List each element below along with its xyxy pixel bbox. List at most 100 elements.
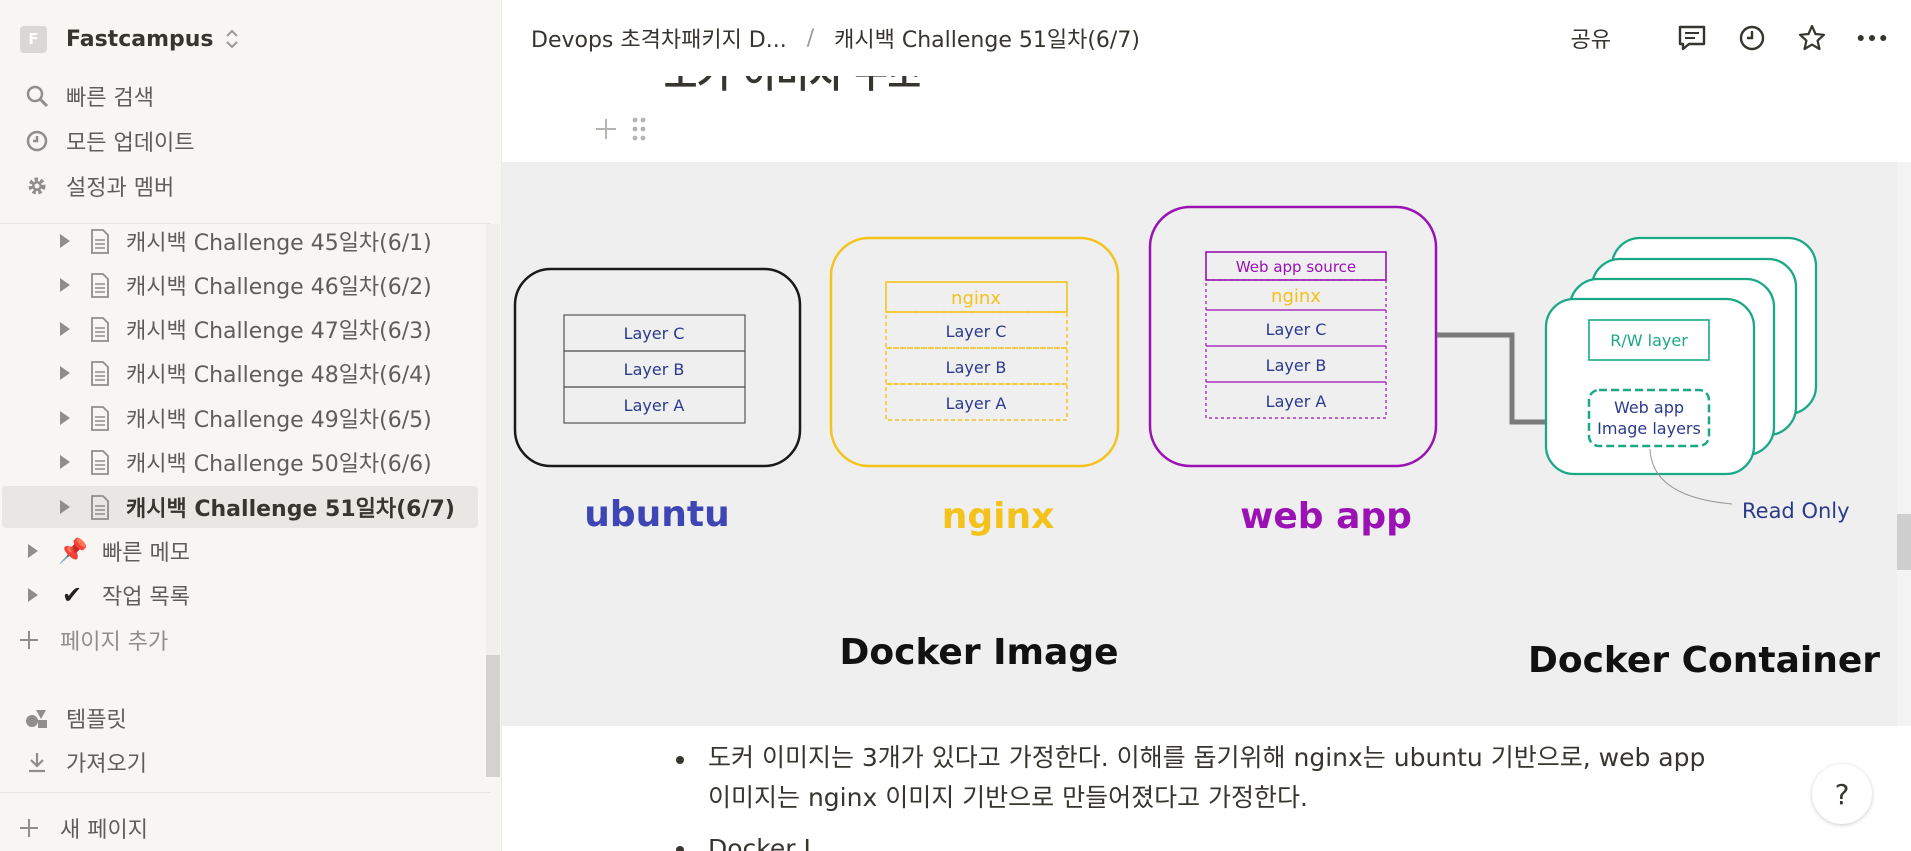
expand-triangle-icon[interactable]	[60, 278, 70, 292]
nav-all-updates[interactable]: 모든 업데이트	[0, 121, 490, 161]
nav-label: 설정과 멤버	[66, 176, 175, 201]
sidebar-page-label: 작업 목록	[102, 585, 190, 610]
nav-label: 빠른 검색	[66, 86, 154, 111]
layer-label: R/W layer	[1610, 331, 1688, 350]
star-icon[interactable]	[1797, 23, 1827, 53]
sidebar-page-label: 캐시백 Challenge 51일차(6/7)	[126, 497, 455, 522]
sidebar-page-item[interactable]: 캐시백 Challenge 48일차(6/4)	[0, 352, 478, 394]
layer-label: Layer A	[1266, 392, 1327, 411]
page-icon	[91, 228, 109, 254]
layer-label: Layer C	[624, 324, 685, 343]
layer-label: Image layers	[1597, 419, 1701, 438]
nginx-layer-a	[885, 383, 1068, 421]
breadcrumb-parent[interactable]: Devops 초격차패키지 D...	[531, 28, 787, 53]
section-heading[interactable]: 도커 이미지 구조	[664, 76, 921, 98]
ubuntu-image-box	[513, 267, 802, 468]
gear-icon	[24, 173, 50, 199]
sidebar-divider	[0, 223, 490, 224]
page-icon	[91, 449, 109, 475]
expand-triangle-icon[interactable]	[60, 455, 70, 469]
expand-triangle-icon[interactable]	[28, 588, 38, 602]
docker-diagram-image[interactable]: Layer C Layer B Layer A nginx Layer C La…	[502, 162, 1897, 726]
checkmark-icon: ✔	[61, 581, 83, 609]
rw-layer-box	[1588, 319, 1710, 361]
import-label: 가져오기	[66, 752, 147, 777]
pin-icon: 📌	[58, 537, 88, 565]
sidebar: F Fastcampus 빠른 검색 모든 업데이트 설정과 멤버 캐시백 Ch…	[0, 0, 502, 851]
nav-label: 모든 업데이트	[66, 131, 195, 156]
webapp-layer-a	[1205, 381, 1387, 419]
bullet-marker	[676, 846, 684, 851]
workspace-switcher[interactable]: F Fastcampus	[20, 24, 240, 54]
download-icon	[24, 749, 50, 775]
sidebar-page-item[interactable]: 캐시백 Challenge 46일차(6/2)	[0, 264, 478, 306]
sidebar-page-label: 캐시백 Challenge 50일차(6/6)	[126, 452, 432, 477]
expand-triangle-icon[interactable]	[60, 411, 70, 425]
webapp-image-layers-box	[1587, 388, 1711, 448]
layer-label: Web app source	[1236, 258, 1356, 276]
sidebar-page-item[interactable]: 캐시백 Challenge 45일차(6/1)	[0, 220, 478, 262]
sidebar-page-label: 캐시백 Challenge 48일차(6/4)	[126, 363, 432, 388]
clock-icon	[24, 128, 50, 154]
layer-label: Layer A	[946, 394, 1007, 413]
sidebar-page-label: 캐시백 Challenge 45일차(6/1)	[126, 231, 432, 256]
expand-triangle-icon[interactable]	[60, 234, 70, 248]
more-icon[interactable]	[1857, 23, 1887, 53]
expand-triangle-icon[interactable]	[60, 366, 70, 380]
sidebar-scrollbar-track	[486, 224, 500, 777]
layer-label: Layer C	[1266, 320, 1327, 339]
bullet-paragraph[interactable]: Docker I...	[708, 834, 835, 851]
layer-label: Layer B	[946, 358, 1007, 377]
sidebar-quick-memo[interactable]: 📌 빠른 메모	[0, 530, 478, 572]
add-block-icon[interactable]	[594, 117, 618, 148]
clock-icon[interactable]	[1737, 23, 1767, 53]
nav-settings-members[interactable]: 설정과 멤버	[0, 166, 490, 206]
sidebar-scrollbar-thumb[interactable]	[486, 655, 500, 777]
add-page-button[interactable]: 페이지 추가	[0, 620, 490, 660]
expand-triangle-icon[interactable]	[60, 500, 70, 514]
import-button[interactable]: 가져오기	[0, 742, 490, 782]
page-icon	[91, 360, 109, 386]
page-scrollbar-thumb[interactable]	[1897, 514, 1911, 570]
new-page-button[interactable]: 새 페이지	[0, 808, 490, 848]
sidebar-page-item[interactable]: 캐시백 Challenge 50일차(6/6)	[0, 441, 478, 483]
nginx-label: nginx	[942, 496, 1055, 537]
ubuntu-layer-a	[563, 386, 746, 424]
workspace-avatar: F	[20, 25, 47, 53]
read-only-label: Read Only	[1742, 499, 1850, 523]
sidebar-task-list[interactable]: ✔ 작업 목록	[0, 574, 478, 616]
layer-label: nginx	[951, 288, 1001, 309]
layer-label: nginx	[1271, 286, 1321, 307]
search-icon	[24, 83, 50, 109]
comment-icon[interactable]	[1677, 23, 1707, 53]
nginx-image-box	[829, 236, 1120, 468]
expand-triangle-icon[interactable]	[28, 544, 38, 558]
docker-diagram-svg: Layer C Layer B Layer A nginx Layer C La…	[513, 205, 1880, 681]
breadcrumb: Devops 초격차패키지 D... / 캐시백 Challenge 51일차(…	[531, 22, 1140, 54]
page-content: 도커 이미지 구조 Layer C Layer B Layer A nginx	[502, 76, 1911, 851]
read-only-pointer	[1649, 448, 1733, 505]
expand-triangle-icon[interactable]	[60, 322, 70, 336]
nav-quick-search[interactable]: 빠른 검색	[0, 76, 490, 116]
bullet-paragraph[interactable]: 도커 이미지는 3개가 있다고 가정한다. 이해를 돕기위해 nginx는 ub…	[708, 743, 1706, 812]
sidebar-page-label: 캐시백 Challenge 46일차(6/2)	[126, 275, 432, 300]
sidebar-page-label: 캐시백 Challenge 49일차(6/5)	[126, 408, 432, 433]
sidebar-page-item[interactable]: 캐시백 Challenge 47일차(6/3)	[0, 308, 478, 350]
templates-button[interactable]: 템플릿	[0, 698, 490, 738]
add-page-label: 페이지 추가	[60, 630, 169, 655]
drag-handle-icon[interactable]	[632, 116, 646, 149]
sidebar-page-item[interactable]: 캐시백 Challenge 49일차(6/5)	[0, 397, 478, 439]
share-button[interactable]: 공유	[1570, 28, 1611, 53]
plus-icon	[16, 815, 42, 841]
breadcrumb-current[interactable]: 캐시백 Challenge 51일차(6/7)	[834, 28, 1140, 53]
page-icon	[91, 272, 109, 298]
nginx-layer-nginx	[885, 281, 1068, 313]
layer-label: Web app	[1614, 398, 1684, 417]
help-button[interactable]: ?	[1812, 764, 1872, 824]
templates-label: 템플릿	[66, 708, 127, 733]
page-scrollbar-track	[1897, 162, 1911, 726]
arrow-connector	[1437, 332, 1574, 425]
webapp-image-box	[1148, 205, 1438, 468]
page-icon	[91, 316, 109, 342]
sidebar-page-item-active[interactable]: 캐시백 Challenge 51일차(6/7)	[2, 486, 478, 528]
